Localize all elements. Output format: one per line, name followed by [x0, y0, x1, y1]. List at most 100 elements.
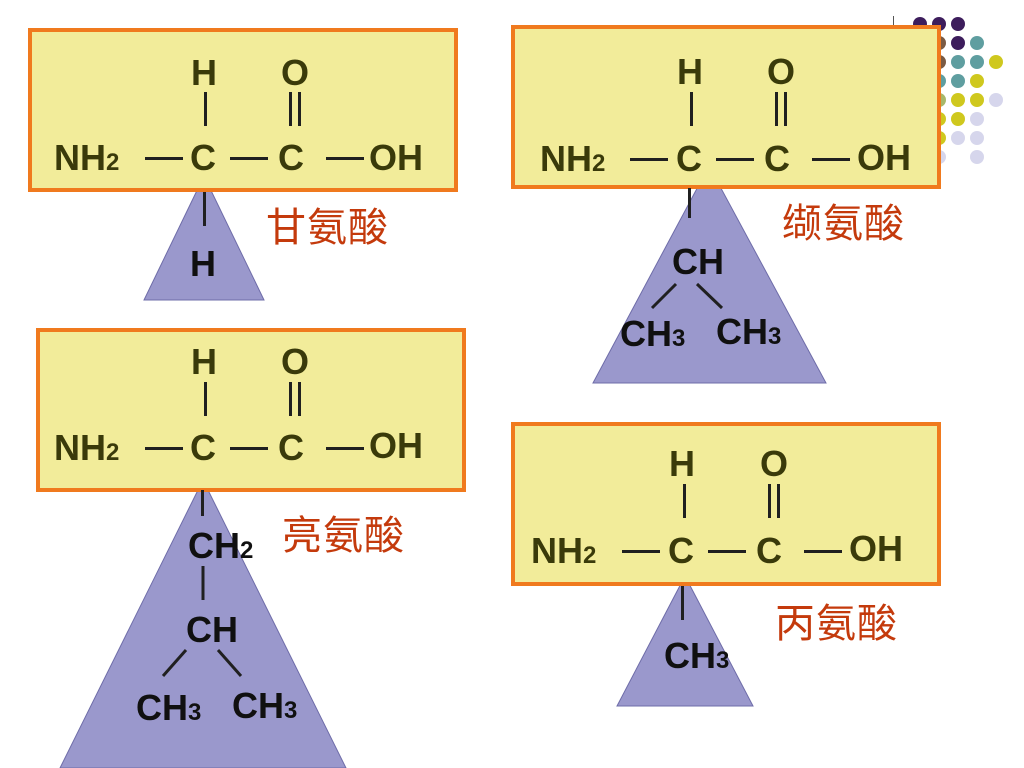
bond	[145, 447, 183, 450]
backbone-box	[36, 328, 466, 492]
double-bond	[289, 92, 292, 126]
dot	[970, 131, 984, 145]
ch3-text: CH3	[232, 685, 298, 726]
alpha-h-label: H	[191, 52, 217, 93]
carboxyl-carbon-label: C	[764, 138, 790, 179]
nh-text: NH	[531, 530, 583, 571]
dot	[951, 55, 965, 69]
double-bond	[298, 92, 301, 126]
backbone-box	[28, 28, 458, 192]
bond	[622, 550, 660, 553]
subscript: 3	[284, 697, 298, 724]
backbone-box	[511, 25, 941, 189]
amino-group: NH2	[531, 533, 596, 569]
subscript: 3	[672, 325, 686, 352]
side-chain-ch3: CH3	[716, 314, 781, 350]
double-bond	[777, 484, 780, 518]
alpha-carbon-label: C	[676, 138, 702, 179]
bond	[708, 550, 746, 553]
subscript: 2	[106, 149, 120, 176]
side-chain-ch3: CH3	[136, 690, 201, 726]
side-chain-ch2: CH2	[188, 528, 253, 564]
ch2-text: CH2	[188, 525, 254, 566]
double-bond	[784, 92, 787, 126]
dot	[970, 55, 984, 69]
subscript: 3	[768, 323, 782, 350]
side-chain-h: H	[190, 243, 216, 284]
dot	[970, 150, 984, 164]
bond	[688, 188, 691, 218]
dot	[951, 74, 965, 88]
subscript: 3	[188, 699, 202, 726]
amino-group: NH2	[54, 140, 119, 176]
dot	[951, 17, 965, 31]
bond	[690, 92, 693, 126]
bond	[204, 382, 207, 416]
bond	[326, 157, 364, 160]
amino-acid-name: 亮氨酸	[282, 513, 405, 559]
double-bond	[298, 382, 301, 416]
ch3-text: CH3	[620, 313, 686, 354]
dot	[989, 93, 1003, 107]
double-bond	[775, 92, 778, 126]
carbonyl-o-label: O	[281, 52, 310, 93]
nh-text: NH	[540, 138, 592, 179]
nh-text: NH	[54, 137, 106, 178]
hydroxyl-label: OH	[849, 528, 903, 569]
bond	[630, 158, 668, 161]
ch3-text: CH3	[664, 635, 730, 676]
amino-group: NH2	[540, 141, 605, 177]
hydroxyl-label: OH	[857, 137, 911, 178]
amino-acid-name: 缬氨酸	[782, 201, 905, 247]
alpha-carbon-label: C	[190, 427, 216, 468]
dot	[951, 93, 965, 107]
hydroxyl-label: OH	[369, 425, 423, 466]
bond	[683, 484, 686, 518]
double-bond	[768, 484, 771, 518]
bond	[716, 158, 754, 161]
subscript: 2	[592, 150, 606, 177]
carboxyl-carbon-label: C	[756, 530, 782, 571]
dot	[951, 112, 965, 126]
nh-text: NH	[54, 427, 106, 468]
alpha-h-label: H	[677, 51, 703, 92]
bond	[230, 157, 268, 160]
side-chain-ch3: CH3	[232, 688, 297, 724]
side-chain-ch3: CH3	[664, 638, 729, 674]
backbone-box	[511, 422, 941, 586]
dot	[970, 93, 984, 107]
alpha-h-label: H	[191, 341, 217, 382]
carbonyl-o-label: O	[767, 51, 796, 92]
hydroxyl-label: OH	[369, 137, 423, 178]
dot	[951, 36, 965, 50]
bond	[326, 447, 364, 450]
dot	[989, 55, 1003, 69]
amino-acid-name: 甘氨酸	[266, 205, 389, 251]
bond	[230, 447, 268, 450]
bond	[812, 158, 850, 161]
side-chain-ch: CH	[672, 241, 724, 282]
side-chain-ch3: CH3	[620, 316, 685, 352]
carboxyl-carbon-label: C	[278, 427, 304, 468]
alpha-carbon-label: C	[668, 530, 694, 571]
carboxyl-carbon-label: C	[278, 137, 304, 178]
bond	[204, 92, 207, 126]
bond	[681, 586, 684, 620]
amino-acid-name: 丙氨酸	[775, 601, 898, 647]
side-chain-ch: CH	[186, 609, 238, 650]
subscript: 2	[240, 537, 254, 564]
amino-group: NH2	[54, 430, 119, 466]
ch3-text: CH3	[136, 687, 202, 728]
subscript: 2	[106, 439, 120, 466]
subscript: 2	[583, 542, 597, 569]
double-bond	[289, 382, 292, 416]
carbonyl-o-label: O	[281, 341, 310, 382]
bond	[203, 192, 206, 226]
bond	[201, 490, 204, 516]
alpha-carbon-label: C	[190, 137, 216, 178]
bond	[804, 550, 842, 553]
subscript: 3	[716, 647, 730, 674]
